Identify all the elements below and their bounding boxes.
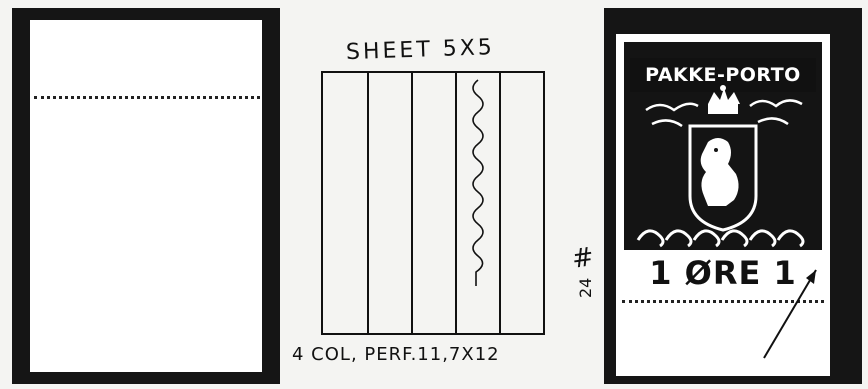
- blank-stamp-border: [12, 8, 280, 384]
- catalog-number-annotation: # 24: [572, 248, 600, 294]
- sketch-caption: 4 COL, PERF.11,7X12: [292, 344, 592, 365]
- perforation-line-right: [622, 300, 824, 303]
- pakke-porto-stamp: PAKKE-PORTO 1 ØRE: [604, 8, 862, 384]
- sheet-columns-drawing: [296, 28, 596, 348]
- stamp-denomination: 1 ØRE 1: [630, 254, 816, 292]
- hash-mark: #: [571, 246, 602, 270]
- polar-bear-shield-icon: [690, 126, 756, 230]
- crown-icon: [708, 85, 740, 114]
- perforation-line-left: [34, 96, 260, 99]
- sheet-sketch: SHEET 5X5 4 COL, PERF.11,7X12: [296, 28, 596, 388]
- blank-stamp-outline: [12, 8, 280, 384]
- stamp-artwork: [604, 8, 862, 384]
- catalog-number: 24: [576, 270, 596, 298]
- waves-icon: [638, 231, 803, 246]
